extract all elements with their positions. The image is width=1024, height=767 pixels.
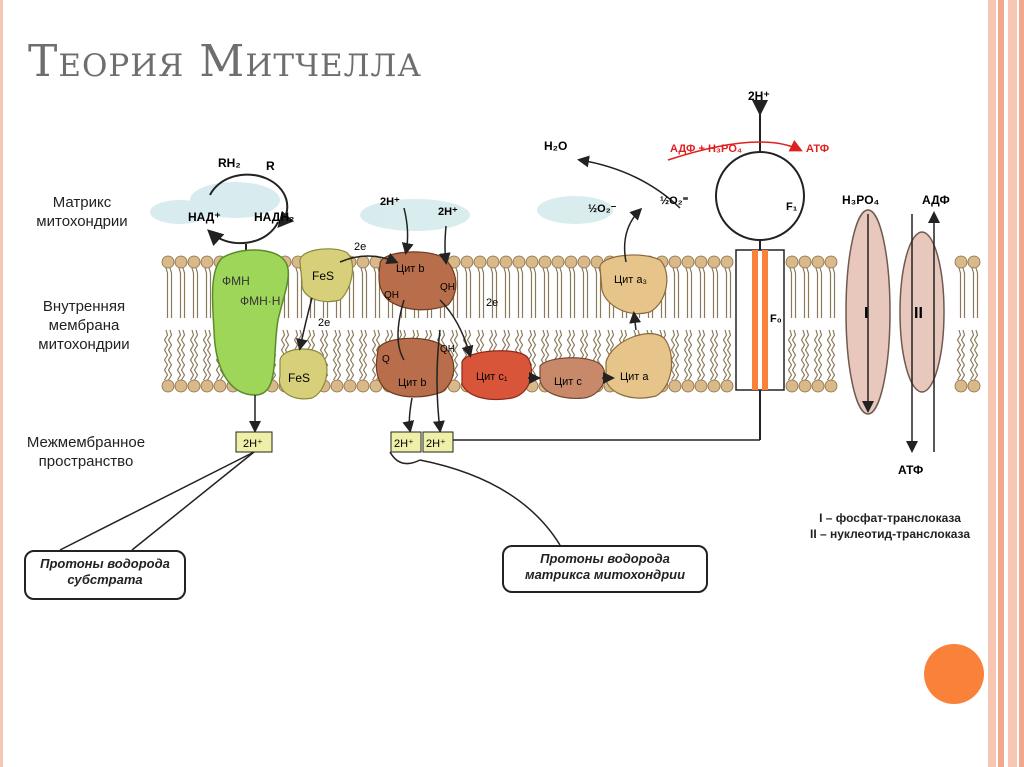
label-2h-2: 2H⁺	[438, 206, 458, 218]
cyt-a	[605, 333, 673, 399]
label-rh2: RH₂	[218, 156, 241, 170]
label-f0: F₀	[770, 313, 782, 325]
label-h2o: H₂O	[544, 139, 567, 153]
label-nad: НАД⁺	[188, 210, 221, 224]
label-qh-2: QH	[440, 282, 455, 293]
legend-line-2: II – нуклеотид-транслоказа	[809, 527, 971, 541]
label-half-o2-eq: ½O₂⁼	[660, 195, 689, 207]
decor-orange-circle	[924, 644, 984, 704]
label-cyt-a: Цит a	[620, 371, 649, 383]
translocase-II	[899, 211, 945, 453]
label-roman-2: II	[914, 305, 923, 322]
label-roman-1: I	[864, 305, 868, 322]
callout-substrate-protons: Протоны водорода субстрата	[24, 550, 186, 600]
label-box-2h-left: 2H⁺	[243, 438, 263, 450]
fes-complex-top	[299, 248, 354, 303]
decor-stripe	[1008, 0, 1017, 767]
decor-stripe	[988, 0, 996, 767]
label-nadh2: НАДН₂	[254, 210, 294, 224]
label-qh-1: QH	[384, 290, 399, 301]
label-2h-1: 2H⁺	[380, 196, 400, 208]
label-cyt-b-bottom: Цит b	[398, 377, 427, 389]
label-r: R	[266, 159, 275, 173]
label-cyt-a3: Цит a₃	[614, 274, 647, 286]
translocase-I	[845, 209, 891, 415]
label-fmn: ФМН	[222, 274, 250, 288]
label-box-2h-mid1: 2H⁺	[394, 438, 414, 450]
electron-arrows	[249, 155, 681, 433]
legend: I – фосфат-транслоказа II – нуклеотид-тр…	[800, 510, 980, 542]
label-matrix: Матрикс митохондрии	[36, 194, 128, 230]
label-cyt-b-top: Цит b	[396, 263, 425, 275]
label-half-o2-minus: ½O₂⁻	[588, 203, 617, 215]
label-box-2h-mid2: 2H⁺	[426, 438, 446, 450]
label-q-1: Q	[382, 354, 390, 365]
label-adf: АДФ	[922, 193, 950, 207]
label-inner-membrane: Внутренняя мембрана митохондрии	[38, 298, 130, 353]
cyt-a3	[599, 254, 668, 315]
cyt-c	[539, 357, 606, 399]
label-atf-red: АТФ	[806, 143, 829, 155]
decor-stripe	[1019, 0, 1024, 767]
label-2e-top: 2e	[354, 241, 366, 253]
label-2e-right: 2e	[486, 297, 498, 309]
label-2e-mid: 2e	[318, 317, 330, 329]
cyt-b-complex-top	[378, 251, 457, 311]
label-2h-top: 2H⁺	[748, 89, 770, 103]
callout-matrix-protons: Протоны водорода матрикса митохондрии	[502, 545, 708, 593]
proton-box-mid	[390, 431, 454, 453]
decor-stripe	[0, 0, 3, 767]
label-qh-3: QH	[440, 344, 455, 355]
legend-line-1: I – фосфат-транслоказа	[819, 511, 961, 525]
label-cyt-c: Цит c	[554, 376, 582, 388]
fmn-complex	[211, 249, 289, 396]
label-fmnh: ФМН·Н	[240, 294, 280, 308]
cyt-b-complex-bottom	[375, 337, 455, 398]
label-h3po4: H₃PO₄	[842, 193, 880, 207]
label-adf-h3po4: АДФ + H₃PO₄	[670, 143, 742, 155]
label-atf-bottom: АТФ	[898, 463, 923, 477]
slide-title: Теория Митчелла	[28, 36, 422, 87]
callout-pointers	[59, 451, 561, 551]
label-fes: FeS	[312, 269, 334, 283]
label-intermembrane: Межмембранное пространство	[26, 434, 146, 470]
label-f1: F₁	[786, 201, 798, 213]
label-fes-low: FeS	[288, 371, 310, 385]
atp-synthase	[452, 100, 805, 441]
decor-stripe	[998, 0, 1004, 767]
matrix-clouds	[150, 182, 613, 231]
label-cyt-c1: Цит c₁	[476, 371, 508, 383]
